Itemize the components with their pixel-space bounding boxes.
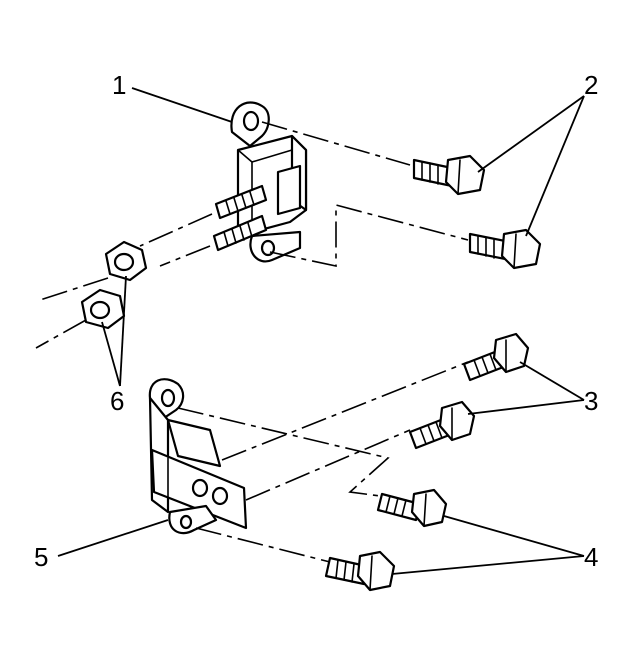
lower-alignment-line-c [245, 429, 411, 501]
bolt-4a [376, 488, 448, 528]
upper-alignment-line-a [261, 121, 411, 166]
leader-1 [131, 87, 233, 123]
lower-alignment-line-d [195, 527, 331, 563]
callout-4: 4 [584, 542, 599, 572]
leader-4a [443, 515, 585, 557]
bolt-2a [412, 154, 486, 196]
nut-6b [80, 288, 126, 330]
callout-5: 5 [34, 542, 49, 572]
nut-alignment-line-b [35, 319, 87, 349]
callout-3: 3 [584, 386, 599, 416]
leader-6a [119, 275, 127, 387]
leader-6b [101, 321, 121, 387]
callout-1: 1 [112, 70, 127, 100]
bolt-3b [408, 400, 476, 450]
stud-alignment-line-a [139, 213, 213, 247]
leader-4b [391, 555, 585, 575]
stud-alignment-line-b [159, 245, 211, 267]
leader-3b [467, 399, 585, 415]
bolt-3a [462, 332, 530, 382]
upper-bracket [212, 101, 308, 263]
lower-alignment-line-a [177, 407, 390, 497]
callout-2: 2 [584, 70, 599, 100]
leader-2b [525, 95, 585, 237]
bolt-2b [468, 228, 542, 270]
leader-5 [57, 519, 169, 557]
upper-stud-b [212, 214, 268, 252]
leader-3a [519, 361, 585, 401]
nut-alignment-line-a [39, 277, 109, 301]
callout-6: 6 [110, 386, 125, 416]
nut-6a [104, 240, 148, 282]
bolt-4b [324, 550, 396, 592]
upper-stud-a [214, 184, 268, 220]
leader-2a [477, 95, 585, 173]
lower-alignment-line-b [221, 361, 469, 461]
lower-hinge-bracket [148, 378, 248, 535]
upper-alignment-line-b [269, 203, 469, 267]
